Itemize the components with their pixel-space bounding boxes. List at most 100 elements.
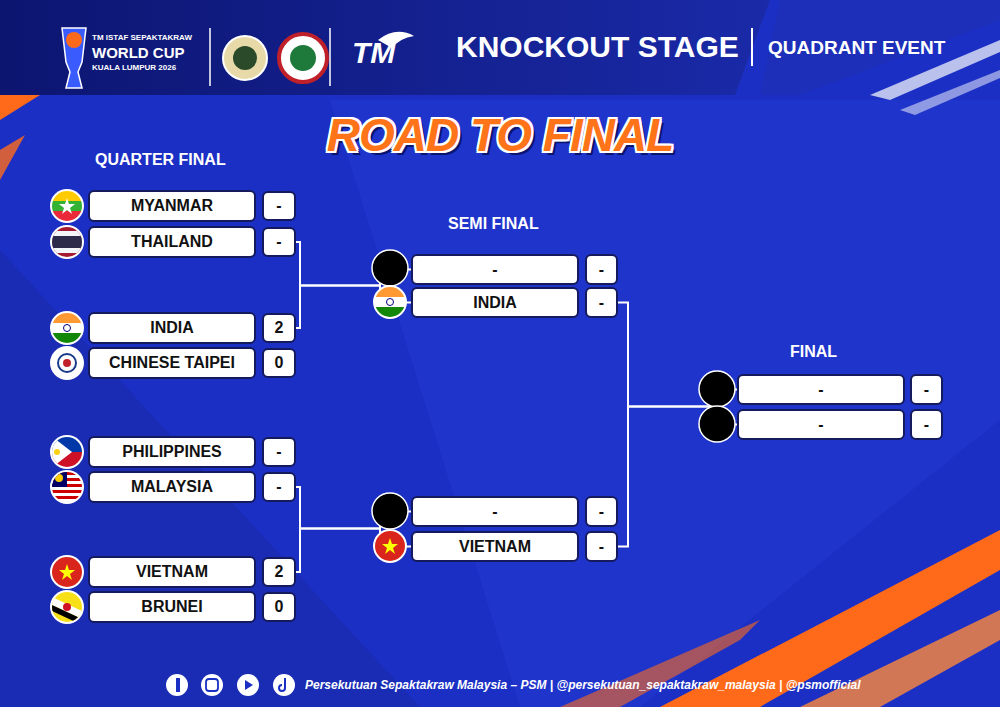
instagram-icon bbox=[201, 674, 223, 696]
facebook-icon bbox=[176, 678, 180, 692]
tiktok-icon bbox=[273, 674, 295, 696]
team-name: INDIA bbox=[150, 319, 194, 337]
score-box: - bbox=[262, 227, 296, 257]
team-name: INDIA bbox=[473, 294, 517, 312]
tiktok-icon bbox=[279, 678, 285, 691]
team-box: INDIA bbox=[88, 312, 256, 344]
score-box: - bbox=[585, 496, 618, 527]
score-box: 0 bbox=[262, 592, 296, 622]
score-box: - bbox=[585, 254, 618, 285]
score-box: - bbox=[262, 472, 296, 502]
score: 2 bbox=[275, 319, 284, 337]
team-name: VIETNAM bbox=[459, 538, 531, 556]
team-name: VIETNAM bbox=[136, 563, 208, 581]
youtube-icon bbox=[237, 674, 259, 696]
team-box: - bbox=[737, 409, 905, 440]
bracket-line bbox=[296, 242, 411, 286]
emblem bbox=[223, 36, 267, 80]
team-name: CHINESE TAIPEI bbox=[109, 354, 235, 372]
bracket-line bbox=[618, 303, 737, 407]
team-name: - bbox=[492, 261, 497, 279]
empty-flag bbox=[372, 493, 408, 529]
bracket-line bbox=[618, 407, 737, 547]
emblem bbox=[290, 45, 316, 71]
orange-streak bbox=[800, 610, 1000, 707]
flag-india bbox=[50, 311, 84, 345]
team-box: - bbox=[737, 374, 905, 405]
score: - bbox=[276, 197, 281, 215]
score-box: - bbox=[262, 191, 296, 221]
score: 2 bbox=[275, 563, 284, 581]
instagram-icon bbox=[206, 679, 218, 691]
flag-malaysia bbox=[50, 470, 84, 504]
bracket-line bbox=[296, 286, 411, 329]
flag-philippines bbox=[50, 435, 84, 469]
team-name: MALAYSIA bbox=[131, 478, 213, 496]
score-box: - bbox=[585, 531, 618, 562]
team-name: MYANMAR bbox=[131, 197, 213, 215]
bracket-line bbox=[296, 487, 411, 529]
trophy-logo bbox=[62, 28, 86, 88]
team-box: INDIA bbox=[411, 287, 579, 318]
logo-text: KUALA LUMPUR 2026 bbox=[92, 63, 176, 72]
column-heading: SEMI FINAL bbox=[448, 215, 539, 233]
flag-vietnam bbox=[373, 529, 407, 563]
team-name: BRUNEI bbox=[141, 598, 202, 616]
team-name: THAILAND bbox=[131, 233, 213, 251]
team-box: - bbox=[411, 254, 579, 285]
orange-streak bbox=[0, 135, 25, 180]
score: - bbox=[276, 478, 281, 496]
empty-flag bbox=[372, 250, 408, 286]
score: - bbox=[924, 381, 929, 399]
team-box: BRUNEI bbox=[88, 591, 256, 623]
facebook-icon bbox=[166, 674, 188, 696]
emblem bbox=[279, 34, 327, 82]
empty-flag bbox=[699, 406, 735, 442]
score: - bbox=[599, 294, 604, 312]
team-box: MYANMAR bbox=[88, 190, 256, 222]
trophy-ball bbox=[66, 32, 82, 48]
header-subtitle: QUADRANT EVENT bbox=[768, 37, 945, 59]
team-box: PHILIPPINES bbox=[88, 436, 256, 468]
team-box: - bbox=[411, 496, 579, 527]
brand-logo: TM bbox=[352, 36, 395, 70]
score-box: - bbox=[910, 409, 943, 440]
emblem bbox=[233, 46, 257, 70]
footer-text: Persekutuan Sepaktakraw Malaysia – PSM |… bbox=[305, 678, 861, 692]
column-heading: QUARTER FINAL bbox=[95, 151, 226, 169]
score-box: - bbox=[262, 437, 296, 467]
diagonal-band bbox=[330, 100, 1000, 707]
score-box: 0 bbox=[262, 348, 296, 378]
flag-thailand bbox=[50, 225, 84, 259]
flag-myanmar bbox=[50, 189, 84, 223]
score: - bbox=[924, 416, 929, 434]
score-box: 2 bbox=[262, 557, 296, 587]
diagonal-band bbox=[0, 250, 420, 707]
stripe bbox=[900, 70, 1000, 115]
team-box: VIETNAM bbox=[411, 531, 579, 562]
team-box: MALAYSIA bbox=[88, 471, 256, 503]
divider bbox=[751, 28, 753, 66]
flag-vietnam bbox=[50, 555, 84, 589]
score: - bbox=[599, 261, 604, 279]
flag-brunei bbox=[50, 590, 84, 626]
empty-flag bbox=[699, 371, 735, 407]
score-box: 2 bbox=[262, 313, 296, 343]
header-title: KNOCKOUT STAGE bbox=[456, 30, 739, 64]
header-panel bbox=[0, 0, 770, 95]
header-panel bbox=[760, 0, 1000, 95]
team-name: - bbox=[818, 381, 823, 399]
flag-india bbox=[373, 285, 407, 319]
logo-text: WORLD CUP bbox=[92, 44, 185, 61]
team-name: - bbox=[492, 503, 497, 521]
team-box: CHINESE TAIPEI bbox=[88, 347, 256, 379]
score-box: - bbox=[910, 374, 943, 405]
divider bbox=[329, 28, 331, 86]
score: - bbox=[276, 443, 281, 461]
team-box: THAILAND bbox=[88, 226, 256, 258]
score: - bbox=[599, 503, 604, 521]
team-name: PHILIPPINES bbox=[122, 443, 222, 461]
divider bbox=[209, 28, 211, 86]
